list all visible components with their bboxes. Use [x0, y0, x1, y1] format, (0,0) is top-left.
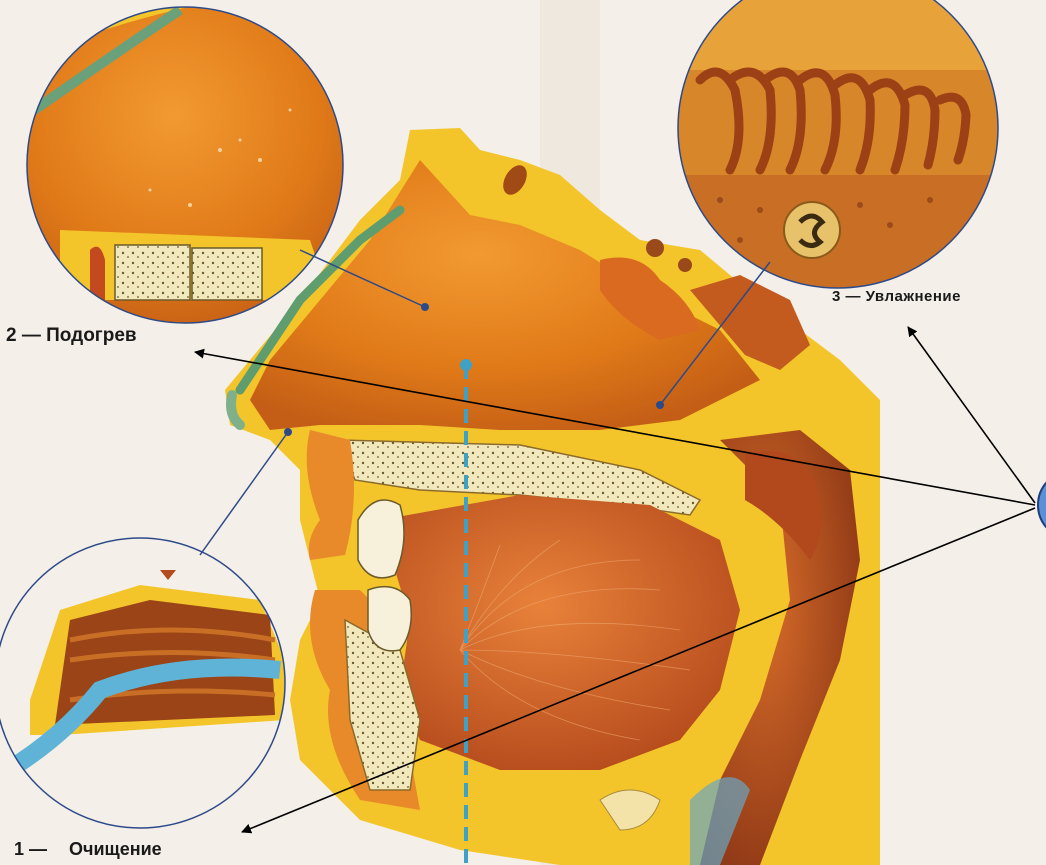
label-cleaning-word: Очищение — [69, 839, 162, 859]
point-humidification — [656, 401, 664, 409]
point-warming — [421, 303, 429, 311]
label-warming: 2 — Подогрев — [6, 325, 137, 347]
label-cleaning: 1 — Очищение — [14, 839, 162, 860]
label-cleaning-number: 1 — — [14, 839, 47, 859]
point-cleaning — [284, 428, 292, 436]
label-humidification: 3 — Увлажнение — [832, 288, 961, 305]
midline-dot — [460, 359, 472, 371]
